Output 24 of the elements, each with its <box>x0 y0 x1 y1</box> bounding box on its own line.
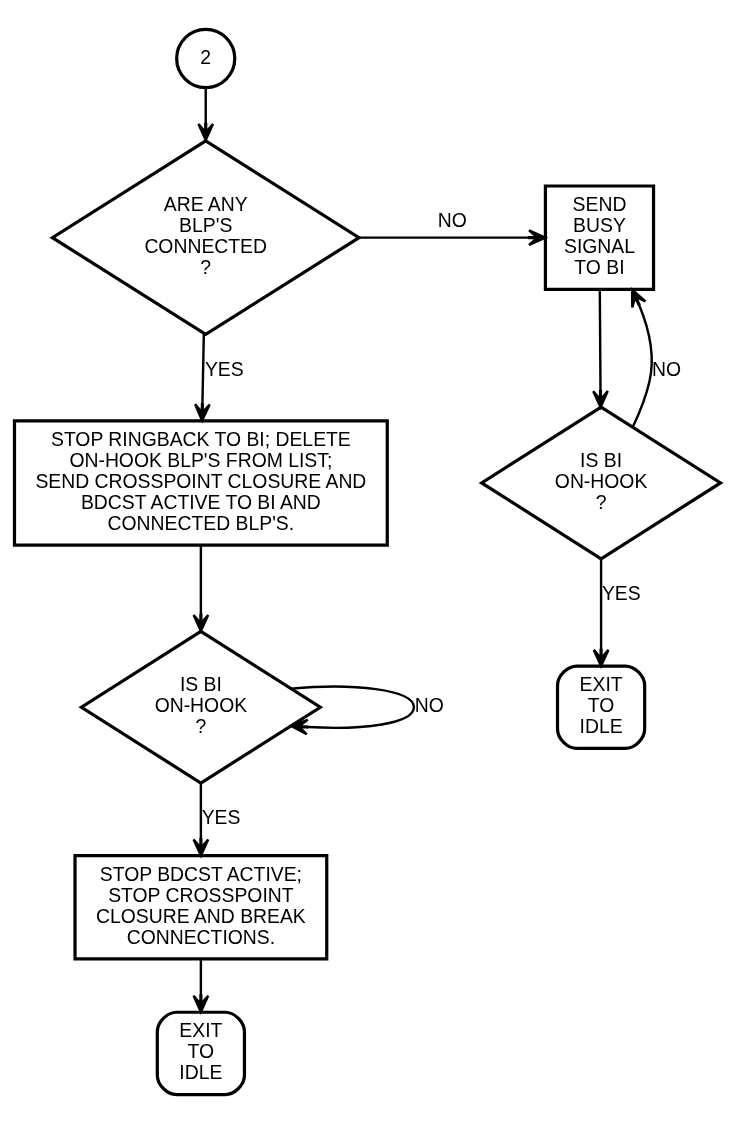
node-box: STOP RINGBACK TO BI; DELETE ON-HOOK BLP'S FROM LIST; SEND CROSSPOINT CLOSURE AND BDCST ACTIVE TO BI AND CONNECTED BLP'S. <box>12 419 389 547</box>
node-diamond: IS BI ON-HOOK ? <box>478 405 724 561</box>
node-circle: 2 <box>175 27 237 90</box>
edge-label: NO <box>651 357 681 380</box>
node-box: STOP BDCST ACTIVE; STOP CROSSPOINT CLOSURE AND BREAK CONNECTIONS. <box>73 854 329 961</box>
arrow <box>192 545 210 633</box>
node-box: SEND BUSY SIGNAL TO BI <box>543 184 656 291</box>
node-box: EXIT TO IDLE <box>155 1010 247 1097</box>
node-diamond: IS BI ON-HOOK ? <box>78 629 324 785</box>
arrow <box>197 87 215 142</box>
edge-label: NO <box>437 209 467 232</box>
arrow <box>592 558 610 668</box>
arrow <box>193 333 211 422</box>
arrow <box>630 288 653 428</box>
arrow <box>359 229 547 247</box>
edge-label: YES <box>601 582 641 605</box>
arrow <box>592 289 609 409</box>
arrow <box>192 959 210 1014</box>
arrow <box>289 685 416 736</box>
edge-label: NO <box>414 694 444 717</box>
arrow <box>192 783 210 857</box>
node-box: EXIT TO IDLE <box>555 664 647 750</box>
edge-label: YES <box>201 806 241 829</box>
edge-label: YES <box>204 357 244 380</box>
